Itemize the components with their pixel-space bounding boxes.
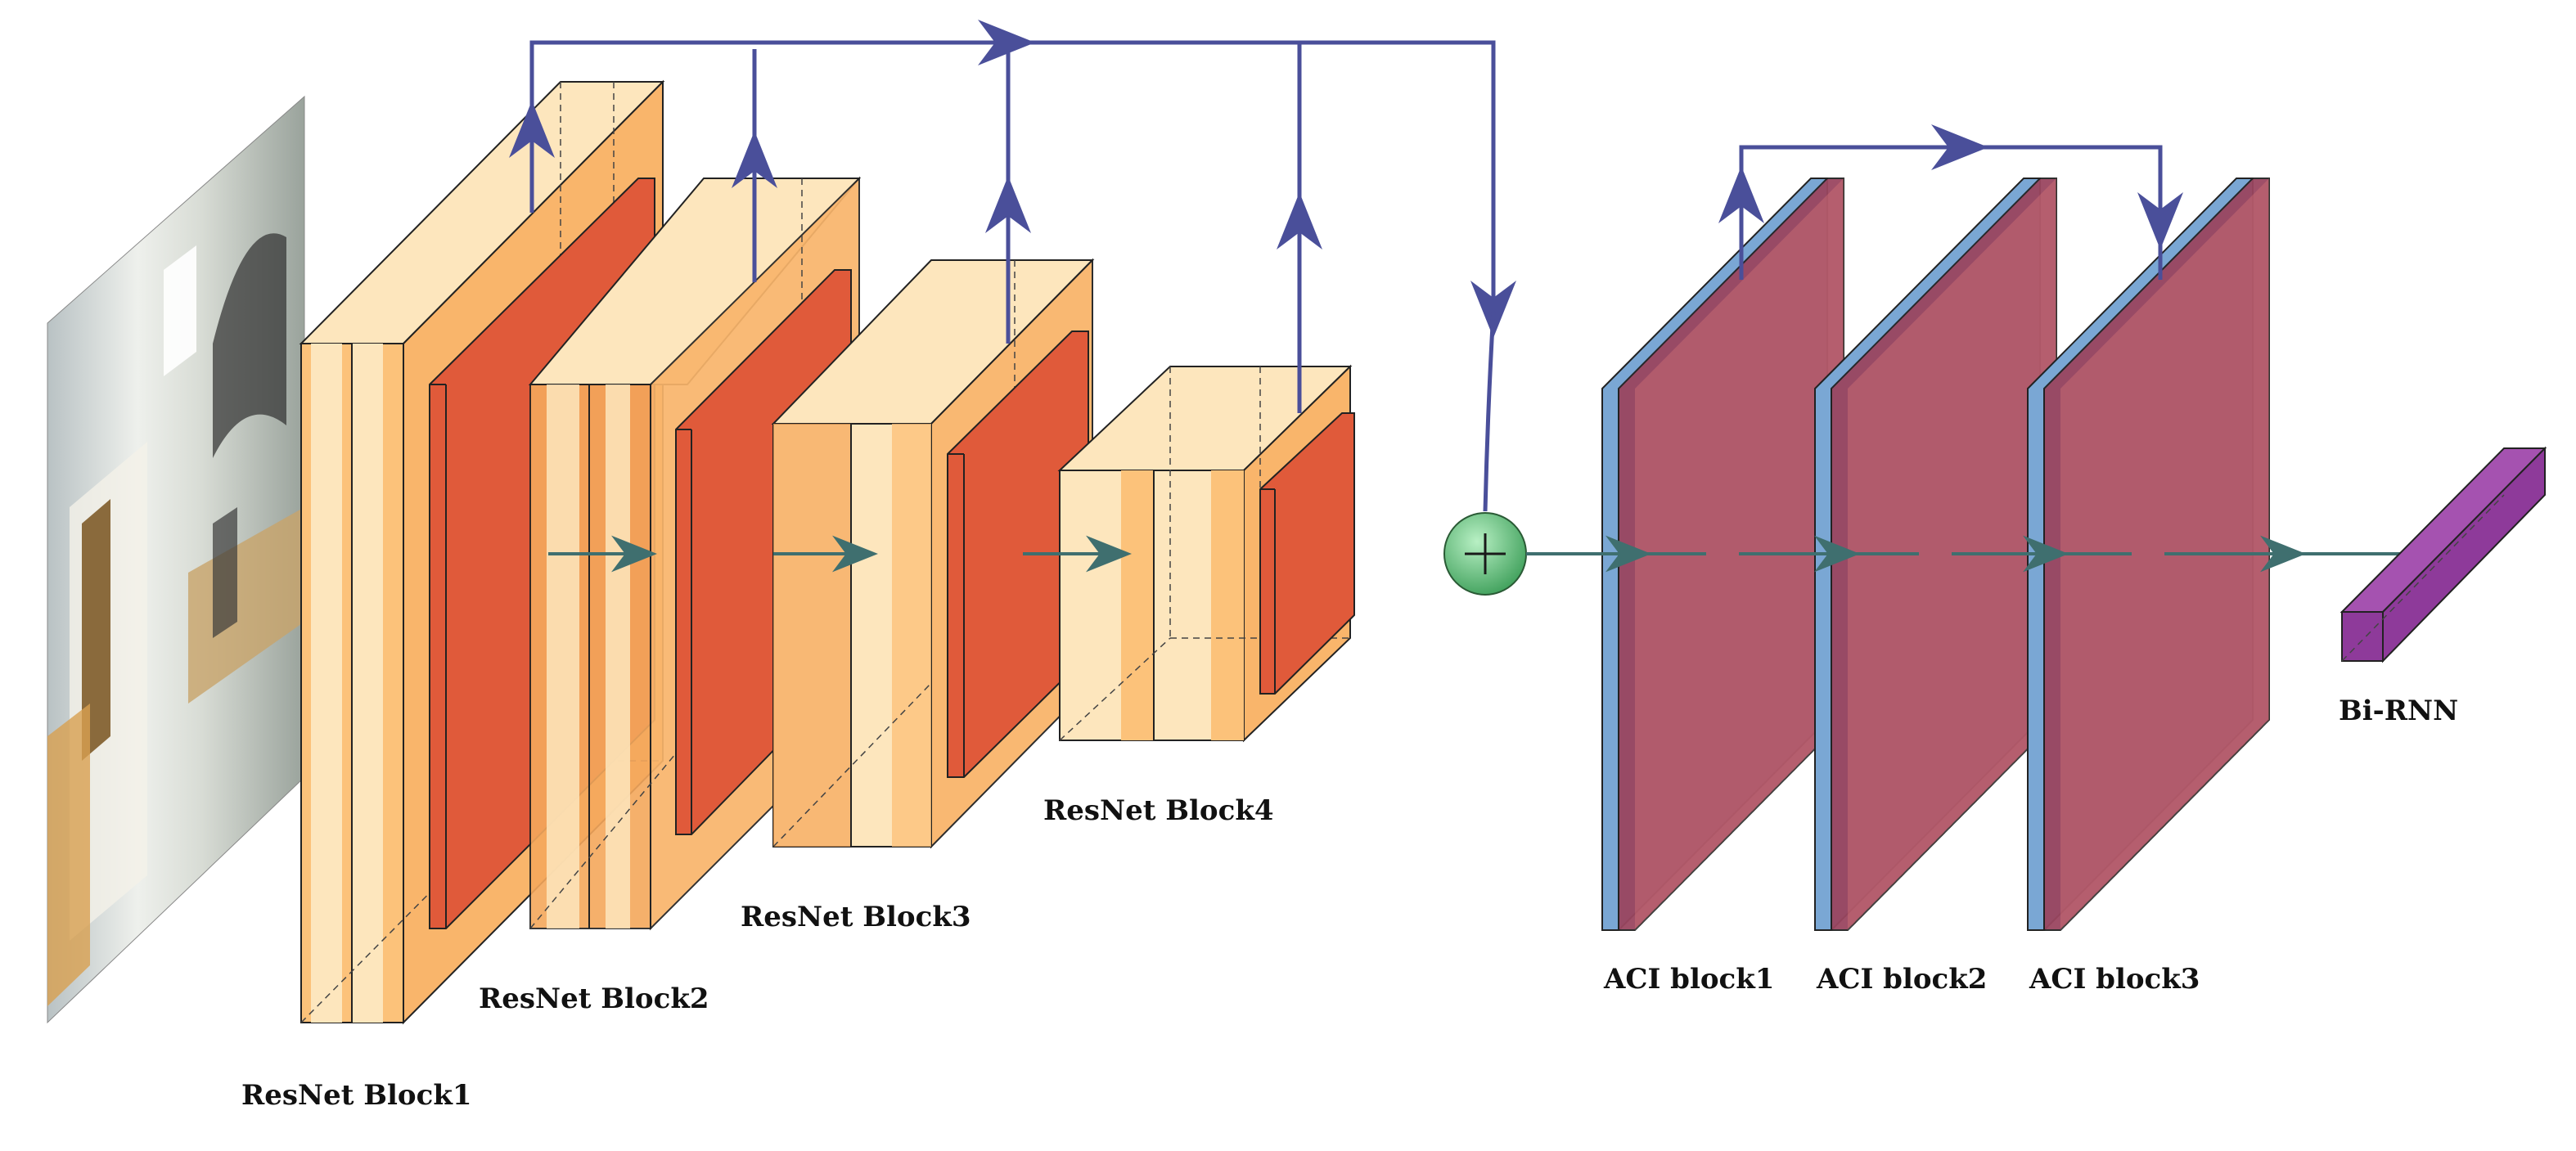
label-aci-block2: ACI block2 bbox=[1816, 963, 1987, 996]
resnet-block3 bbox=[771, 258, 1095, 849]
label-bi-rnn: Bi-RNN bbox=[2339, 695, 2458, 727]
label-resnet-block3: ResNet Block3 bbox=[741, 901, 971, 933]
input-image bbox=[47, 95, 305, 1024]
resnet-block4 bbox=[1057, 364, 1355, 743]
label-aci-block3: ACI block3 bbox=[2029, 963, 2200, 996]
label-resnet-block2: ResNet Block2 bbox=[479, 982, 709, 1015]
skip-connections bbox=[509, 20, 1516, 512]
sum-node bbox=[1443, 512, 1527, 596]
aci-skip-connection bbox=[1718, 124, 2183, 280]
bi-rnn-block bbox=[2340, 446, 2547, 663]
label-resnet-block4: ResNet Block4 bbox=[1043, 794, 1274, 827]
label-aci-block1: ACI block1 bbox=[1603, 963, 1774, 996]
label-resnet-block1: ResNet Block1 bbox=[241, 1079, 472, 1112]
